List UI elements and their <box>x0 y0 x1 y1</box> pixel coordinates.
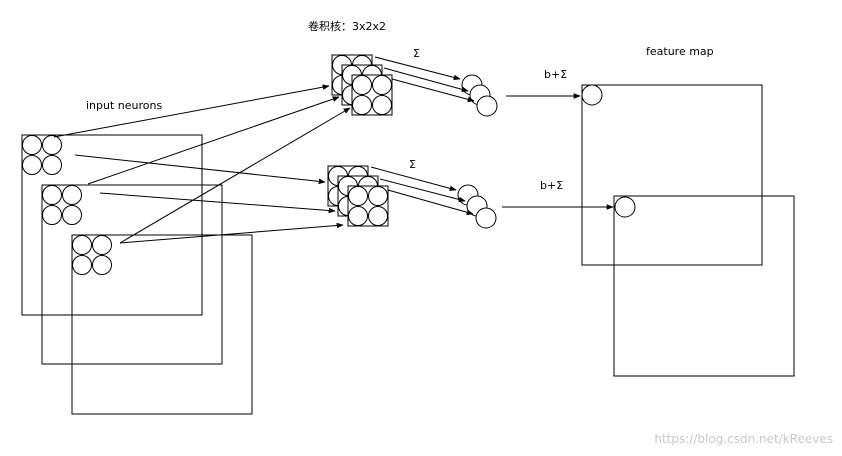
input-neuron-group-1 <box>22 135 62 175</box>
feature-map-neurons <box>581 84 636 218</box>
watermark: https://blog.csdn.net/kReeves <box>654 432 833 446</box>
bias-sum-label-bottom: b+Σ <box>540 179 563 192</box>
feature-map-label: feature map <box>646 45 714 58</box>
sum-label-top: Σ <box>413 47 420 60</box>
sum-neurons-top <box>461 74 498 117</box>
feature-map-2 <box>613 195 795 377</box>
input-neuron-group-2 <box>42 185 82 225</box>
input-planes <box>21 134 253 415</box>
bias-sum-label-top: b+Σ <box>544 68 567 81</box>
kernel-to-sum-arrows-bottom <box>370 166 474 215</box>
sum-neurons-bottom <box>457 184 497 229</box>
feature-neuron-1 <box>581 84 603 106</box>
kernel-stack-top <box>331 54 393 116</box>
feature-neuron-2 <box>614 196 636 218</box>
feature-maps <box>581 84 795 377</box>
sum-to-feature-arrows <box>502 93 614 210</box>
kernel-stack-bottom <box>327 165 389 227</box>
input-neurons-label: input neurons <box>86 99 162 112</box>
input-to-kernel-arrows <box>53 84 351 244</box>
input-neuron-group-3 <box>72 235 112 275</box>
kernel-to-sum-arrows-top <box>374 56 475 103</box>
kernel-label: 卷积核：3x2x2 <box>308 19 386 33</box>
feature-map-1-outline <box>581 84 763 266</box>
sum-label-bottom: Σ <box>409 158 416 171</box>
input-plane-outlines <box>21 134 253 415</box>
